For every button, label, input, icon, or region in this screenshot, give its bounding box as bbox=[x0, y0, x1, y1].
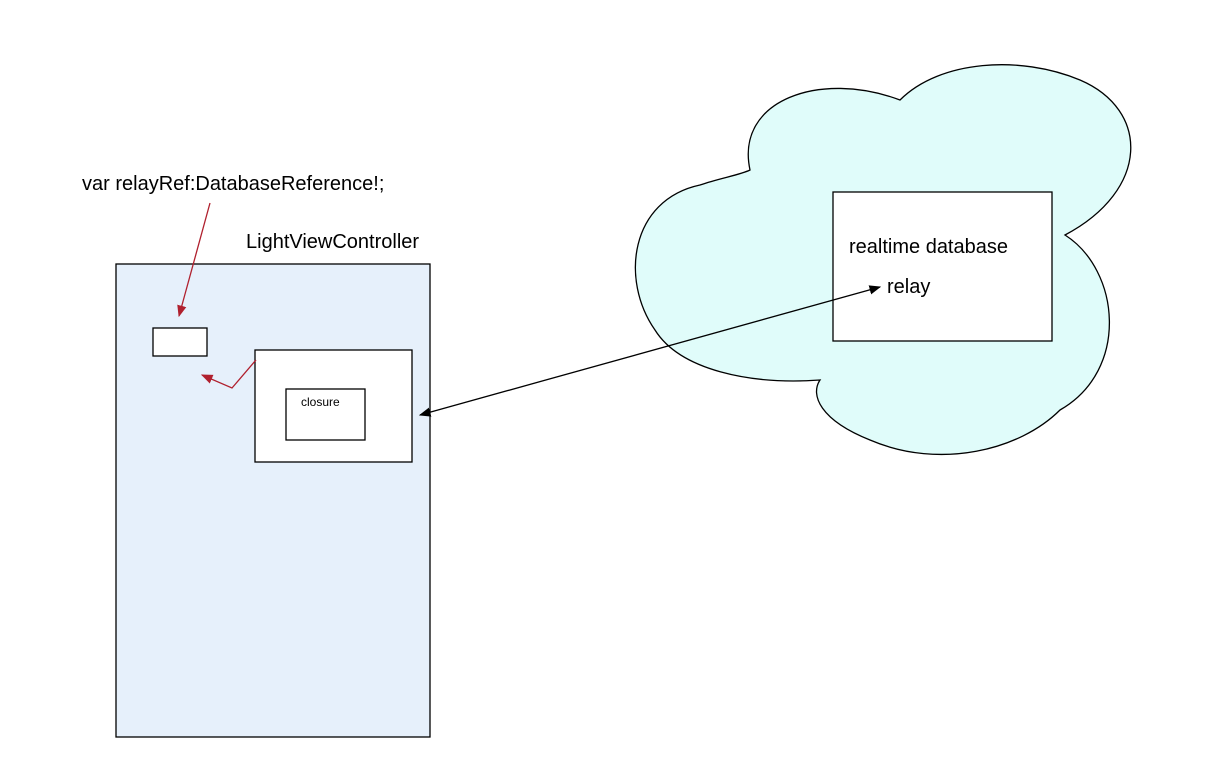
closure-capture-arrow bbox=[200, 359, 257, 389]
reference-arrow bbox=[177, 202, 211, 318]
sync-arrow bbox=[418, 285, 882, 417]
relay-ref-property-box bbox=[152, 327, 208, 357]
controller-title: LightViewController bbox=[246, 231, 420, 253]
relay-label: relay bbox=[887, 276, 931, 298]
variable-declaration-label: var relayRef:DatabaseReference!; bbox=[82, 173, 385, 195]
database-title: realtime database bbox=[849, 236, 1008, 258]
closure-label: closure bbox=[301, 395, 340, 409]
realtime-database-box bbox=[832, 191, 1053, 342]
closure-box bbox=[285, 388, 366, 441]
